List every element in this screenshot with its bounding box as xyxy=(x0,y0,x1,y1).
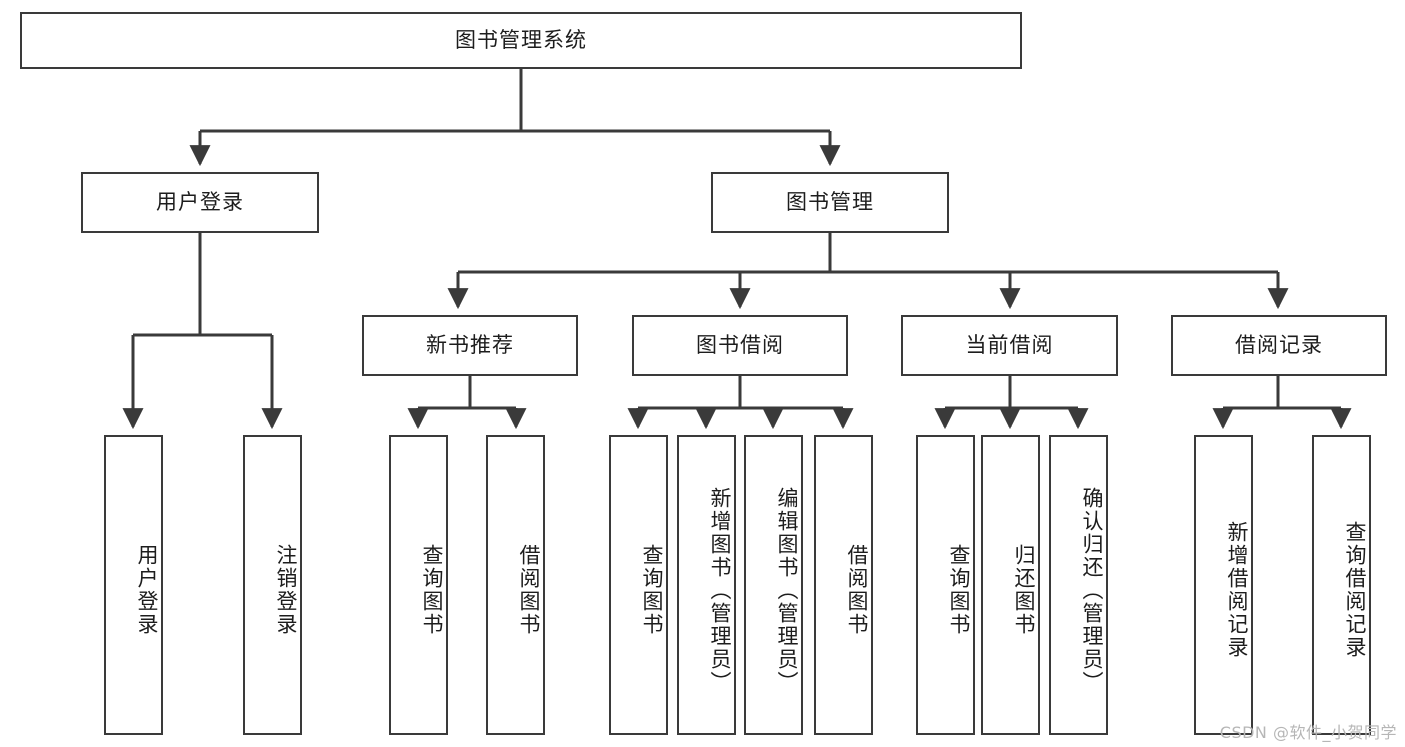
node-new-book-recommend-label: 新书推荐 xyxy=(426,332,514,357)
leaf-search-books-borrow[interactable]: 查询图书 xyxy=(609,435,668,735)
leaf-search-books-borrow-label: 查询图书 xyxy=(640,544,664,636)
csdn-watermark: CSDN @软件_小贺同学 xyxy=(1219,723,1397,742)
leaf-borrow-books-new-label: 借阅图书 xyxy=(517,544,541,636)
leaf-search-borrow-record[interactable]: 查询借阅记录 xyxy=(1312,435,1371,735)
node-book-borrow-label: 图书借阅 xyxy=(696,332,784,357)
leaf-edit-book-admin[interactable]: 编辑图书（管理员） xyxy=(744,435,803,735)
leaf-add-book-admin-label: 新增图书（管理员） xyxy=(708,486,732,694)
leaf-borrow-books-label: 借阅图书 xyxy=(845,544,869,636)
node-book-borrow[interactable]: 图书借阅 xyxy=(632,315,848,376)
leaf-edit-book-admin-label: 编辑图书（管理员） xyxy=(775,486,799,694)
leaf-search-books-current[interactable]: 查询图书 xyxy=(916,435,975,735)
leaf-search-books-new[interactable]: 查询图书 xyxy=(389,435,448,735)
leaf-user-login-label: 用户登录 xyxy=(135,544,159,636)
node-book-management-label: 图书管理 xyxy=(786,189,874,214)
node-user-login[interactable]: 用户登录 xyxy=(81,172,319,233)
leaf-return-books[interactable]: 归还图书 xyxy=(981,435,1040,735)
node-root-label: 图书管理系统 xyxy=(455,27,587,52)
node-current-borrow[interactable]: 当前借阅 xyxy=(901,315,1118,376)
node-borrow-records-label: 借阅记录 xyxy=(1235,332,1323,357)
leaf-add-borrow-record[interactable]: 新增借阅记录 xyxy=(1194,435,1253,735)
leaf-search-borrow-record-label: 查询借阅记录 xyxy=(1343,521,1367,659)
leaf-user-login[interactable]: 用户登录 xyxy=(104,435,163,735)
node-user-login-label: 用户登录 xyxy=(156,189,244,214)
leaf-add-book-admin[interactable]: 新增图书（管理员） xyxy=(677,435,736,735)
leaf-confirm-return-admin-label: 确认归还（管理员） xyxy=(1080,486,1104,694)
leaf-logout[interactable]: 注销登录 xyxy=(243,435,302,735)
leaf-logout-label: 注销登录 xyxy=(274,544,298,636)
node-book-management[interactable]: 图书管理 xyxy=(711,172,949,233)
leaf-search-books-new-label: 查询图书 xyxy=(420,544,444,636)
leaf-confirm-return-admin[interactable]: 确认归还（管理员） xyxy=(1049,435,1108,735)
node-borrow-records[interactable]: 借阅记录 xyxy=(1171,315,1387,376)
leaf-borrow-books-new[interactable]: 借阅图书 xyxy=(486,435,545,735)
node-new-book-recommend[interactable]: 新书推荐 xyxy=(362,315,578,376)
leaf-borrow-books[interactable]: 借阅图书 xyxy=(814,435,873,735)
node-current-borrow-label: 当前借阅 xyxy=(965,332,1054,357)
node-root[interactable]: 图书管理系统 xyxy=(20,12,1022,69)
leaf-add-borrow-record-label: 新增借阅记录 xyxy=(1225,521,1249,659)
leaf-return-books-label: 归还图书 xyxy=(1012,544,1036,636)
leaf-search-books-current-label: 查询图书 xyxy=(947,544,971,636)
